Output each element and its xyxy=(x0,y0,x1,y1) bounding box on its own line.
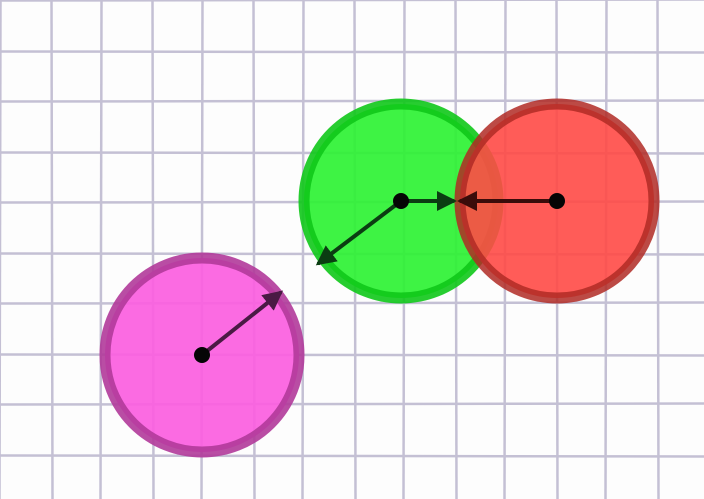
ball-green-arrows xyxy=(315,191,457,266)
grid-line-horizontal xyxy=(0,301,704,305)
grid-line-vertical xyxy=(0,0,2,499)
ball-magenta-center xyxy=(194,347,210,363)
ball-red-arrows xyxy=(457,191,565,211)
ball-magenta-velocity-arrow xyxy=(200,290,284,357)
grid-line-horizontal xyxy=(0,50,704,54)
grid-line-horizontal xyxy=(0,0,704,2)
grid-line-vertical xyxy=(656,0,660,499)
grid-line-horizontal xyxy=(0,99,704,103)
grid-line-vertical xyxy=(99,0,103,499)
ball-green-center xyxy=(393,193,409,209)
ball-green-velocity-arrow-down-left xyxy=(315,199,403,266)
grid-line-horizontal xyxy=(0,402,704,406)
grid-line-horizontal xyxy=(0,454,704,458)
grid-line-vertical xyxy=(301,0,305,499)
grid-line-vertical xyxy=(50,0,54,499)
ball-red-center xyxy=(549,193,565,209)
ball-magenta xyxy=(99,252,305,458)
